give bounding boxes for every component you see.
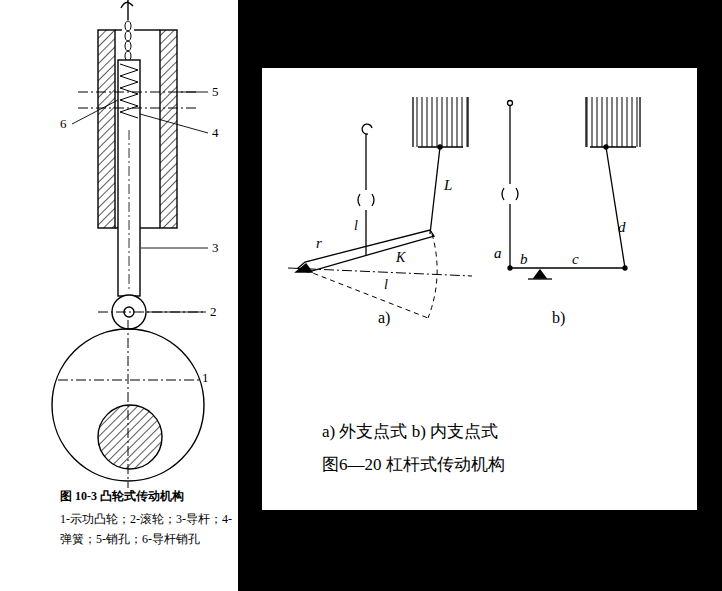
part-legend: 1-示功凸轮；2-滚轮；3-导杆；4-弹簧；5-销孔；6-导杆销孔 [60, 510, 232, 550]
figure-caption: 图6—20 杠杆式传动机构 [322, 455, 505, 475]
variable-label: d [618, 218, 626, 236]
panel-ground [262, 68, 697, 510]
callout-number: 4 [212, 125, 219, 141]
callout-number: 3 [212, 240, 219, 256]
figure-caption: a) 外支点式 b) 内支点式 [322, 422, 498, 442]
callout-number: 1 [202, 370, 209, 386]
variable-label: l [354, 218, 358, 235]
variable-label: l [384, 277, 388, 294]
callout-number: 5 [212, 84, 219, 100]
cam-mechanism [52, 0, 208, 488]
variable-label: K [396, 250, 405, 267]
subfigure-label: b) [552, 308, 565, 327]
subfigure-label: a) [378, 308, 390, 327]
external-fulcrum-lever [288, 97, 472, 318]
panel-ground [0, 0, 238, 591]
variable-label: c [572, 250, 579, 268]
figure-caption: 图 10-3 凸轮式传动机构 [60, 489, 184, 503]
callout-number: 6 [60, 116, 67, 132]
variable-label: a [494, 244, 502, 262]
variable-label: L [444, 176, 452, 194]
variable-label: r [316, 234, 322, 252]
callout-number: 2 [210, 304, 217, 320]
internal-fulcrum-lever [502, 97, 640, 279]
variable-label: b [520, 250, 528, 268]
